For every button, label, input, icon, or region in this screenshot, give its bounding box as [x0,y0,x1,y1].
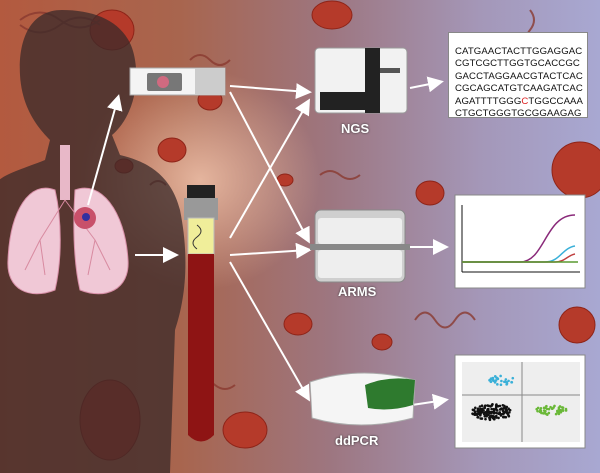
droplet [508,408,512,412]
droplet [561,409,565,412]
droplet [542,406,546,410]
ddpcr-label: ddPCR [335,433,379,448]
droplet [547,407,551,411]
droplet [494,404,498,407]
droplet [494,379,498,382]
droplet [561,406,565,409]
droplet [506,413,510,416]
droplet [501,404,505,407]
droplet [510,381,514,384]
droplet [479,413,482,417]
droplet [499,407,503,411]
droplet [487,413,490,417]
lungs [7,145,129,295]
droplet [496,404,500,408]
droplet [535,407,539,411]
ngs-label: NGS [341,121,370,136]
droplet [476,407,480,410]
droplet [505,382,509,385]
droplet [549,405,552,409]
droplet [539,407,543,410]
droplet [497,412,500,415]
droplet [473,413,476,416]
droplet [495,409,499,412]
droplet [486,408,489,412]
droplet [495,416,498,419]
sequence-line: CGCAGCATGTCAAGATCAC [455,83,583,95]
droplet [499,383,503,386]
droplet [507,379,510,383]
droplet [497,416,500,420]
droplet [491,376,495,380]
droplet [484,414,488,418]
droplet [500,413,503,416]
droplet [489,380,493,384]
blood-tube [184,185,218,442]
droplet [564,407,568,411]
sequence-line: GACCTAGGAACGTACTCAC [455,70,583,82]
droplet [484,417,487,421]
mutation-base: C [521,95,529,107]
droplet [553,404,556,408]
droplet [490,407,493,411]
droplet [540,411,543,415]
droplet [476,409,479,413]
droplet [508,411,511,414]
sequence-result-box: CATGAACTACTTGGAGGAC CGTCGCTTGGTGCACCGC G… [448,32,588,120]
tissue-slide [129,67,226,96]
droplet [483,406,487,410]
ddpcr-scatter-plot [454,354,586,449]
droplet [491,416,494,420]
droplet [492,379,495,382]
droplet [474,406,477,410]
droplet [551,407,554,410]
droplet [557,412,561,416]
ngs-sequencer [314,47,408,114]
droplet [496,383,499,386]
droplet [502,415,505,419]
droplet [504,410,508,414]
droplet [504,378,508,381]
droplet [473,410,477,414]
arms-label: ARMS [338,284,377,299]
droplet [491,411,494,414]
sequence-line: CTGCTGGGTGCGGAAGAG [455,108,582,120]
droplet [491,403,494,406]
droplet [559,410,563,414]
droplet [505,405,509,409]
droplet [480,404,484,407]
sequence-line-mutation: AGATTTTGGGCTGGCCAAA [455,96,587,108]
droplet [471,408,475,412]
droplet [489,405,492,408]
seq-before: AGATTTTGGG [455,95,522,107]
droplet [484,410,488,414]
droplet [503,380,506,384]
ddpcr-chip [309,372,416,426]
droplet [476,416,480,419]
droplet [547,411,551,415]
droplet [511,376,515,380]
droplet [499,374,502,378]
droplet [545,407,549,411]
droplet [543,411,547,415]
droplet [493,375,497,378]
droplet [536,409,539,413]
seq-after: TGGCCAAA [528,95,584,107]
droplet [545,404,548,408]
droplet [554,412,558,416]
droplet [478,405,482,408]
sequence-line: CGTCGCTTGGTGCACCGC [455,58,580,70]
droplet [482,409,485,412]
droplet [557,406,561,409]
arms-pcr-machine [310,209,410,283]
sequence-line: CATGAACTACTTGGAGGAC [455,46,583,57]
arrows [87,76,449,410]
droplet [475,413,479,416]
droplet [479,411,483,414]
droplet [479,417,483,420]
droplet [488,416,491,420]
droplet [500,379,503,383]
amplification-plot [454,194,586,289]
